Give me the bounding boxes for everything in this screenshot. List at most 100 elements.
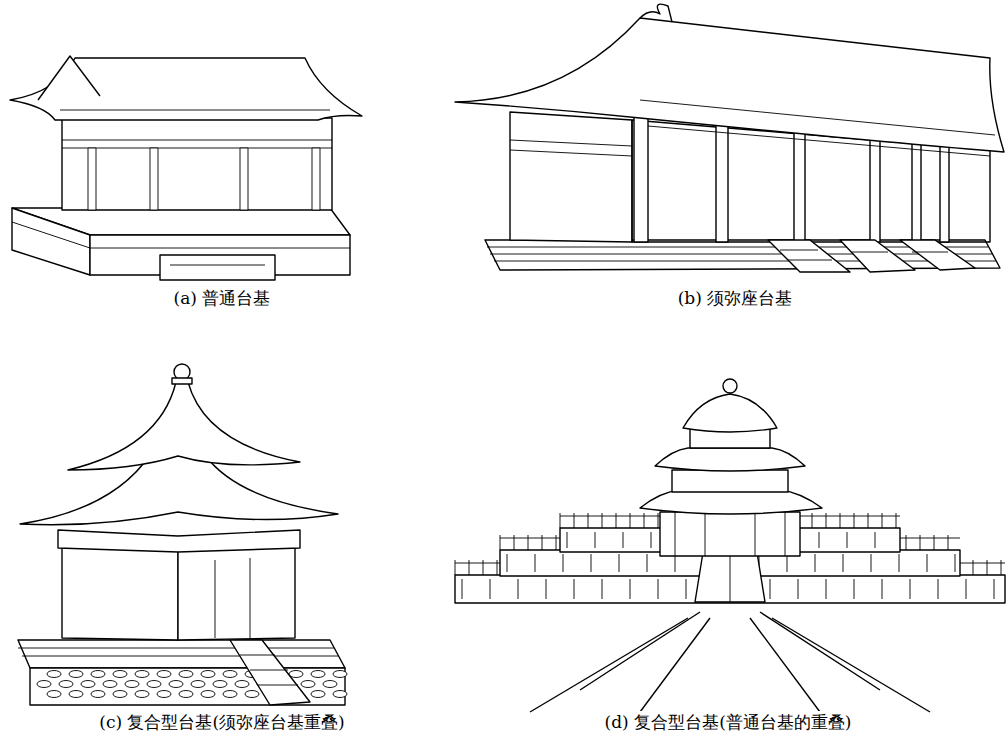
stacked-sumeru-pavilion (172, 378, 192, 384)
stacked-terrace-temple (602, 579, 603, 599)
stacked-terrace-temple (560, 513, 561, 528)
stacked-sumeru-pavilion (213, 681, 227, 688)
stacked-sumeru-pavilion (245, 691, 259, 698)
ordinary-platform-hall (312, 148, 320, 210)
stacked-terrace-temple (934, 535, 935, 550)
stacked-terrace-temple (455, 560, 456, 575)
stacked-terrace-temple (469, 560, 470, 575)
stacked-sumeru-pavilion (250, 670, 288, 671)
stacked-sumeru-pavilion (59, 681, 73, 688)
stacked-terrace-temple (574, 513, 575, 528)
stacked-terrace-temple (497, 560, 498, 575)
stacked-terrace-temple (705, 512, 706, 556)
stacked-terrace-temple (660, 512, 800, 556)
stacked-sumeru-pavilion (179, 691, 193, 698)
stacked-terrace-temple (500, 535, 501, 550)
stacked-sumeru-pavilion (178, 545, 295, 640)
stacked-terrace-temple (1001, 560, 1002, 575)
sumeru-platform-hall (640, 4, 672, 22)
stacked-sumeru-pavilion (103, 681, 117, 688)
sumeru-platform-hall (840, 240, 915, 272)
perspective-lines (750, 618, 820, 712)
sumeru-platform-hall (510, 112, 632, 242)
stacked-sumeru-pavilion (91, 691, 105, 698)
stacked-sumeru-pavilion (113, 671, 127, 678)
stacked-terrace-temple (619, 554, 620, 572)
stacked-terrace-temple (518, 579, 519, 599)
stacked-sumeru-pavilion (157, 691, 171, 698)
stacked-sumeru-pavilion (125, 681, 139, 688)
stacked-terrace-temple (785, 512, 786, 556)
stacked-terrace-temple (630, 579, 631, 599)
sumeru-platform-hall (634, 110, 648, 242)
stacked-terrace-temple (514, 535, 515, 550)
stacked-sumeru-pavilion (169, 681, 183, 688)
stacked-terrace-temple (462, 579, 463, 599)
ordinary-platform-hall (240, 148, 248, 210)
stacked-terrace-temple (938, 579, 939, 599)
ordinary-platform-hall (38, 56, 100, 100)
stacked-terrace-temple (815, 554, 816, 572)
stacked-sumeru-pavilion (250, 558, 251, 638)
stacked-terrace-temple (955, 554, 956, 572)
stacked-sumeru-pavilion (18, 648, 334, 649)
stacked-terrace-temple (948, 535, 949, 550)
perspective-lines (530, 618, 688, 712)
stacked-sumeru-pavilion (68, 382, 300, 470)
stacked-terrace-temple (616, 513, 617, 528)
stacked-terrace-temple (483, 560, 484, 575)
stacked-terrace-temple (658, 513, 659, 528)
stacked-sumeru-pavilion (20, 455, 338, 525)
ordinary-platform-hall (88, 148, 96, 210)
perspective-lines (772, 618, 930, 712)
sumeru-platform-hall (716, 118, 728, 242)
stacked-terrace-temple (567, 532, 568, 548)
stacked-terrace-temple (854, 579, 855, 599)
ordinary-platform-hall (90, 248, 350, 249)
sumeru-platform-hall (940, 146, 949, 242)
sumeru-platform-hall (455, 18, 1004, 152)
sumeru-platform-hall (852, 252, 888, 253)
perspective-lines (580, 612, 700, 690)
stacked-terrace-temple (871, 554, 872, 572)
sumeru-platform-hall (912, 252, 948, 253)
stacked-terrace-temple (644, 513, 645, 528)
stacked-sumeru-pavilion (240, 655, 275, 656)
stacked-terrace-temple (906, 535, 907, 550)
stacked-sumeru-pavilion (311, 691, 325, 698)
stacked-terrace-temple (574, 579, 575, 599)
stacked-terrace-temple (910, 579, 911, 599)
stacked-terrace-temple (875, 532, 876, 548)
stacked-terrace-temple (798, 579, 799, 599)
stacked-sumeru-pavilion (69, 671, 83, 678)
stacked-sumeru-pavilion (81, 681, 95, 688)
stacked-sumeru-pavilion (215, 560, 216, 638)
figure-caption: (d) 复合型台基(普通台基的重叠) (603, 711, 854, 734)
sumeru-platform-hall (780, 250, 818, 251)
sumeru-platform-hall (900, 240, 975, 270)
stacked-terrace-temple (843, 554, 844, 572)
stacked-sumeru-pavilion (230, 640, 310, 705)
stacked-terrace-temple (556, 535, 557, 550)
stacked-sumeru-pavilion (311, 671, 325, 678)
stacked-sumeru-pavilion (235, 681, 249, 688)
ordinary-platform-hall (12, 222, 90, 248)
stacked-terrace-temple (686, 579, 687, 599)
stacked-sumeru-pavilion (223, 671, 237, 678)
stacked-terrace-temple (987, 560, 988, 575)
stacked-sumeru-pavilion (135, 671, 149, 678)
ordinary-platform-hall (150, 148, 158, 210)
stacked-terrace-temple (490, 579, 491, 599)
stacked-terrace-temple (868, 513, 869, 528)
stacked-terrace-temple (826, 579, 827, 599)
stacked-terrace-temple (595, 532, 596, 548)
stacked-sumeru-pavilion (157, 671, 171, 678)
sumeru-platform-hall (794, 128, 805, 242)
stacked-terrace-temple (896, 513, 897, 528)
stacked-terrace-temple (563, 554, 564, 572)
perspective-lines (530, 612, 930, 712)
sumeru-platform-hall (640, 100, 995, 135)
sumeru-platform-hall (768, 240, 850, 272)
stacked-sumeru-pavilion (113, 691, 127, 698)
